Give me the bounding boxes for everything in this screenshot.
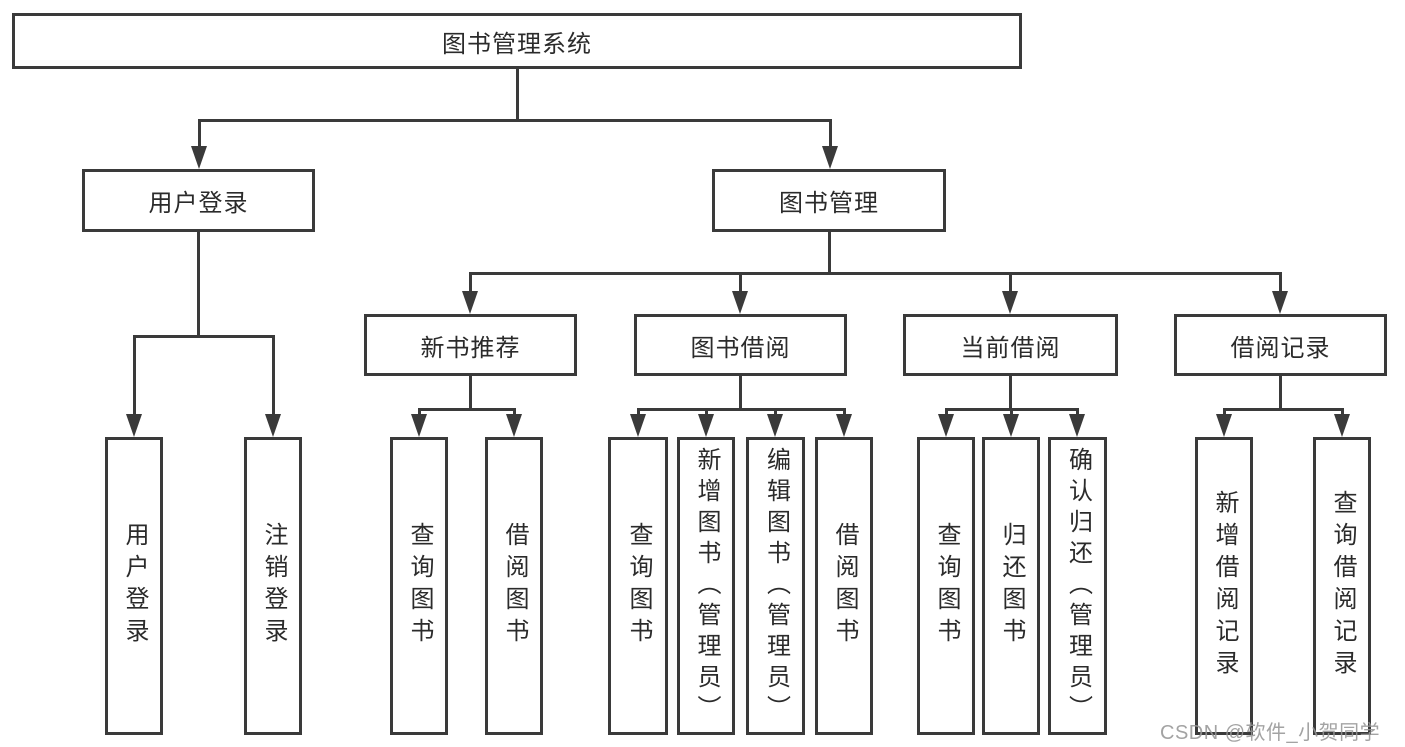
connector-hline bbox=[418, 408, 516, 411]
node-label: 新增借阅记录 bbox=[1211, 490, 1238, 682]
node-borrow-records: 借阅记录 bbox=[1174, 314, 1387, 376]
arrowhead-icon bbox=[1216, 414, 1232, 437]
arrowhead-icon bbox=[1003, 414, 1019, 437]
arrowhead-icon bbox=[191, 146, 207, 169]
connector-vline bbox=[705, 408, 708, 417]
arrowhead-icon bbox=[767, 414, 783, 437]
arrowhead-icon bbox=[1272, 291, 1288, 314]
arrowhead-icon bbox=[1069, 414, 1085, 437]
leaf-borrow-books-recommend: 借阅图书 bbox=[485, 437, 543, 735]
arrowhead-icon bbox=[938, 414, 954, 437]
leaf-user-login: 用户登录 bbox=[105, 437, 163, 735]
arrowhead-icon bbox=[265, 414, 281, 437]
node-label: 图书借阅 bbox=[690, 334, 791, 362]
arrowhead-icon bbox=[411, 414, 427, 437]
node-label: 注销登录 bbox=[260, 522, 287, 650]
connector-vline bbox=[1009, 272, 1012, 293]
connector-hline bbox=[133, 335, 275, 338]
leaf-query-books-current: 查询图书 bbox=[917, 437, 975, 735]
connector-vline bbox=[198, 119, 201, 148]
leaf-query-books-borrow: 查询图书 bbox=[608, 437, 668, 735]
leaf-borrow-books: 借阅图书 bbox=[815, 437, 873, 735]
node-new-book-recommend: 新书推荐 bbox=[364, 314, 577, 376]
arrowhead-icon bbox=[462, 291, 478, 314]
connector-vline bbox=[133, 335, 136, 416]
node-label: 当前借阅 bbox=[960, 334, 1061, 362]
connector-hline bbox=[469, 272, 1282, 275]
arrowhead-icon bbox=[1002, 291, 1018, 314]
connector-vline bbox=[829, 119, 832, 148]
arrowhead-icon bbox=[630, 414, 646, 437]
leaf-query-borrow-record: 查询借阅记录 bbox=[1313, 437, 1371, 735]
arrowhead-icon bbox=[836, 414, 852, 437]
arrowhead-icon bbox=[506, 414, 522, 437]
connector-vline bbox=[197, 232, 200, 335]
arrowhead-icon bbox=[732, 291, 748, 314]
connector-vline bbox=[1076, 408, 1079, 417]
node-label: 编辑图书（管理员） bbox=[762, 446, 790, 726]
node-user-login: 用户登录 bbox=[82, 169, 315, 232]
node-label: 新书推荐 bbox=[420, 334, 521, 362]
connector-vline bbox=[469, 272, 472, 293]
leaf-confirm-return-admin: 确认归还（管理员） bbox=[1048, 437, 1107, 735]
connector-vline bbox=[516, 69, 519, 119]
node-label: 查询借阅记录 bbox=[1329, 490, 1356, 682]
arrowhead-icon bbox=[698, 414, 714, 437]
connector-vline bbox=[1010, 408, 1013, 417]
node-label: 查询图书 bbox=[625, 522, 652, 650]
node-label: 借阅图书 bbox=[831, 522, 858, 650]
node-library-management-system: 图书管理系统 bbox=[12, 13, 1022, 69]
node-book-borrow: 图书借阅 bbox=[634, 314, 847, 376]
leaf-return-books: 归还图书 bbox=[982, 437, 1040, 735]
node-label: 新增图书（管理员） bbox=[693, 446, 720, 726]
connector-vline bbox=[1279, 376, 1282, 408]
connector-vline bbox=[739, 272, 742, 293]
arrowhead-icon bbox=[126, 414, 142, 437]
leaf-logout: 注销登录 bbox=[244, 437, 302, 735]
node-label: 借阅记录 bbox=[1230, 334, 1331, 362]
connector-vline bbox=[739, 376, 742, 408]
watermark: CSDN @软件_小贺同学 bbox=[1160, 722, 1381, 744]
node-label: 图书管理 bbox=[779, 190, 879, 217]
connector-hline bbox=[1223, 408, 1344, 411]
connector-vline bbox=[774, 408, 777, 417]
connector-vline bbox=[1279, 272, 1282, 293]
node-label: 借阅图书 bbox=[501, 522, 528, 650]
connector-vline bbox=[637, 408, 640, 417]
connector-vline bbox=[469, 376, 472, 408]
connector-vline bbox=[828, 232, 831, 272]
leaf-add-books-admin: 新增图书（管理员） bbox=[677, 437, 735, 735]
connector-hline bbox=[637, 408, 845, 411]
node-label: 确认归还（管理员） bbox=[1064, 446, 1092, 726]
node-current-borrow: 当前借阅 bbox=[903, 314, 1118, 376]
leaf-edit-books-admin: 编辑图书（管理员） bbox=[746, 437, 805, 735]
connector-vline bbox=[843, 408, 846, 417]
node-label: 用户登录 bbox=[121, 522, 148, 650]
node-label: 图书管理系统 bbox=[442, 30, 592, 58]
node-label: 查询图书 bbox=[933, 522, 960, 650]
arrowhead-icon bbox=[822, 146, 838, 169]
connector-vline bbox=[945, 408, 948, 417]
node-book-management: 图书管理 bbox=[712, 169, 946, 232]
connector-vline bbox=[1223, 408, 1226, 417]
connector-vline bbox=[1341, 408, 1344, 417]
connector-hline bbox=[198, 119, 832, 122]
node-label: 归还图书 bbox=[998, 522, 1025, 650]
node-label: 查询图书 bbox=[406, 522, 433, 650]
leaf-add-borrow-record: 新增借阅记录 bbox=[1195, 437, 1253, 735]
connector-vline bbox=[418, 408, 421, 417]
connector-vline bbox=[513, 408, 516, 417]
node-label: 用户登录 bbox=[148, 190, 249, 217]
connector-vline bbox=[272, 335, 275, 416]
leaf-query-books-recommend: 查询图书 bbox=[390, 437, 448, 735]
connector-vline bbox=[1009, 376, 1012, 408]
arrowhead-icon bbox=[1334, 414, 1350, 437]
